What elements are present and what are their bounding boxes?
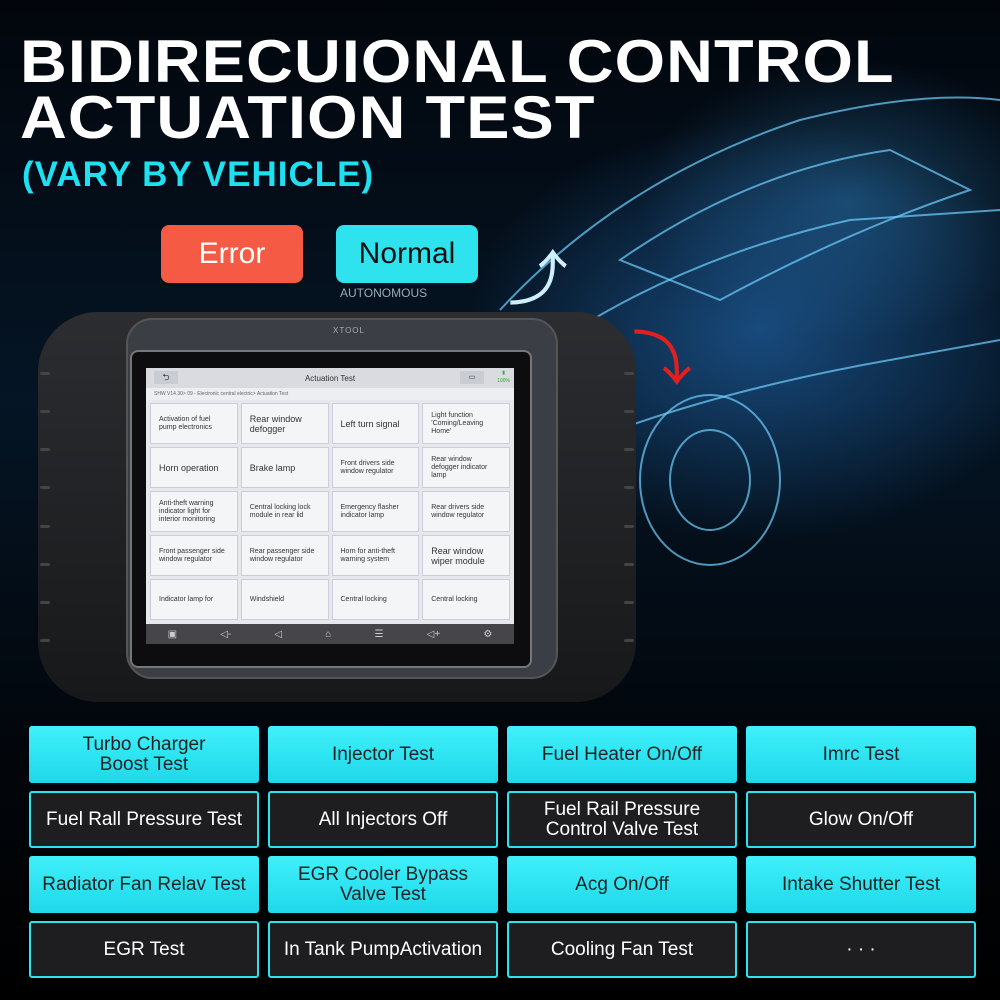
function-cell: Injector Test [268,726,498,783]
actuation-tile[interactable]: Left turn signal [331,403,420,444]
function-cell: EGR Test [29,921,259,978]
actuation-tile[interactable]: Brake lamp [240,447,329,488]
function-cell: Glow On/Off [746,791,976,848]
app-header: ⮌ Actuation Test ▭ ▮ 100% [146,368,514,388]
actuation-tile[interactable]: Rear window defogger indicator lamp [422,447,510,488]
actuation-tile[interactable]: Rear window wiper module [422,535,510,576]
headline-line2: ACTUATION TEST [20,84,596,151]
function-cell: · · · [746,921,976,978]
function-cell: Intake Shutter Test [746,856,976,913]
actuation-tile[interactable]: Horn for anti-theft warning system [331,535,420,576]
function-cell: Fuel Rall Pressure Test [29,791,259,848]
headline-line1: BIDIRECUIONAL CONTROL [20,28,895,95]
actuation-tile[interactable]: Central locking [422,579,510,620]
scan-tool-device: XTOOL ⮌ Actuation Test ▭ ▮ 100% SHW V14.3… [38,312,636,702]
actuation-tile[interactable]: Anti-theft warning indicator light for i… [150,491,238,532]
back-button[interactable]: ⮌ [154,371,178,384]
actuation-tile[interactable]: Front drivers side window regulator [331,447,420,488]
subtitle: (VARY BY VEHICLE) [22,155,375,194]
error-badge: Error [161,225,303,283]
breadcrumb: SHW V14.30> 09 - Electronic central elec… [146,388,514,400]
function-cell: EGR Cooler Bypass Valve Test [268,856,498,913]
volume-down-icon[interactable]: ◁- [220,628,232,640]
normal-badge: Normal [336,225,478,283]
battery-level: 100% [497,378,510,384]
battery-icon: ▮ [502,370,505,376]
function-cell: Turbo Charger Boost Test [29,726,259,783]
actuation-tile[interactable]: Light function 'Coming/Leaving Home' [422,403,510,444]
curved-arrow-down-icon: ⤵ [632,326,692,393]
function-cell: All Injectors Off [268,791,498,848]
actuation-tile[interactable]: Central locking [331,579,420,620]
actuation-tile[interactable]: Emergency flasher indicator lamp [331,491,420,532]
actuation-tile[interactable]: Horn operation [150,447,238,488]
function-cell: Fuel Heater On/Off [507,726,737,783]
curved-arrow-up-icon: ⤴ [508,246,568,313]
left-grip [40,372,50,642]
function-cell: Fuel Rail Pressure Control Valve Test [507,791,737,848]
battery-indicator: ▮ 100% [497,369,510,385]
device-screen: ⮌ Actuation Test ▭ ▮ 100% SHW V14.30> 09 … [130,350,532,668]
back-icon[interactable]: ◁ [274,628,283,640]
right-grip [624,372,634,642]
app-title: Actuation Test [304,373,356,383]
actuation-tile[interactable]: Rear passenger side window regulator [240,535,329,576]
system-nav-bar: ▣ ◁- ◁ ⌂ ☰ ◁+ ⚙ [146,624,514,644]
actuation-tile[interactable]: Rear drivers side window regulator [422,491,510,532]
function-cell: Acg On/Off [507,856,737,913]
function-cell: In Tank PumpActivation [268,921,498,978]
actuation-tile[interactable]: Windshield [240,579,329,620]
function-cell: Imrc Test [746,726,976,783]
menu-icon[interactable]: ☰ [374,628,384,640]
actuation-tile[interactable]: Front passenger side window regulator [150,535,238,576]
home-icon[interactable]: ⌂ [325,628,332,640]
function-cell: Cooling Fan Test [507,921,737,978]
function-cell: Radiator Fan Relav Test [29,856,259,913]
actuation-tile[interactable]: Activation of fuel pump electronics [150,403,238,444]
brand-logo: XTOOL [333,326,365,335]
screenshot-icon[interactable]: ▣ [167,628,178,640]
actuation-tile[interactable]: Central locking lock module in rear lid [240,491,329,532]
autonomous-label: AUTONOMOUS [340,286,428,300]
volume-up-icon[interactable]: ◁+ [426,628,441,640]
vci-icon[interactable]: ⚙ [483,628,493,640]
actuation-test-app: ⮌ Actuation Test ▭ ▮ 100% SHW V14.30> 09 … [146,368,514,644]
message-button[interactable]: ▭ [460,371,484,384]
actuation-tile[interactable]: Indicator lamp for [150,579,238,620]
actuation-tile[interactable]: Rear window defogger [240,403,329,444]
